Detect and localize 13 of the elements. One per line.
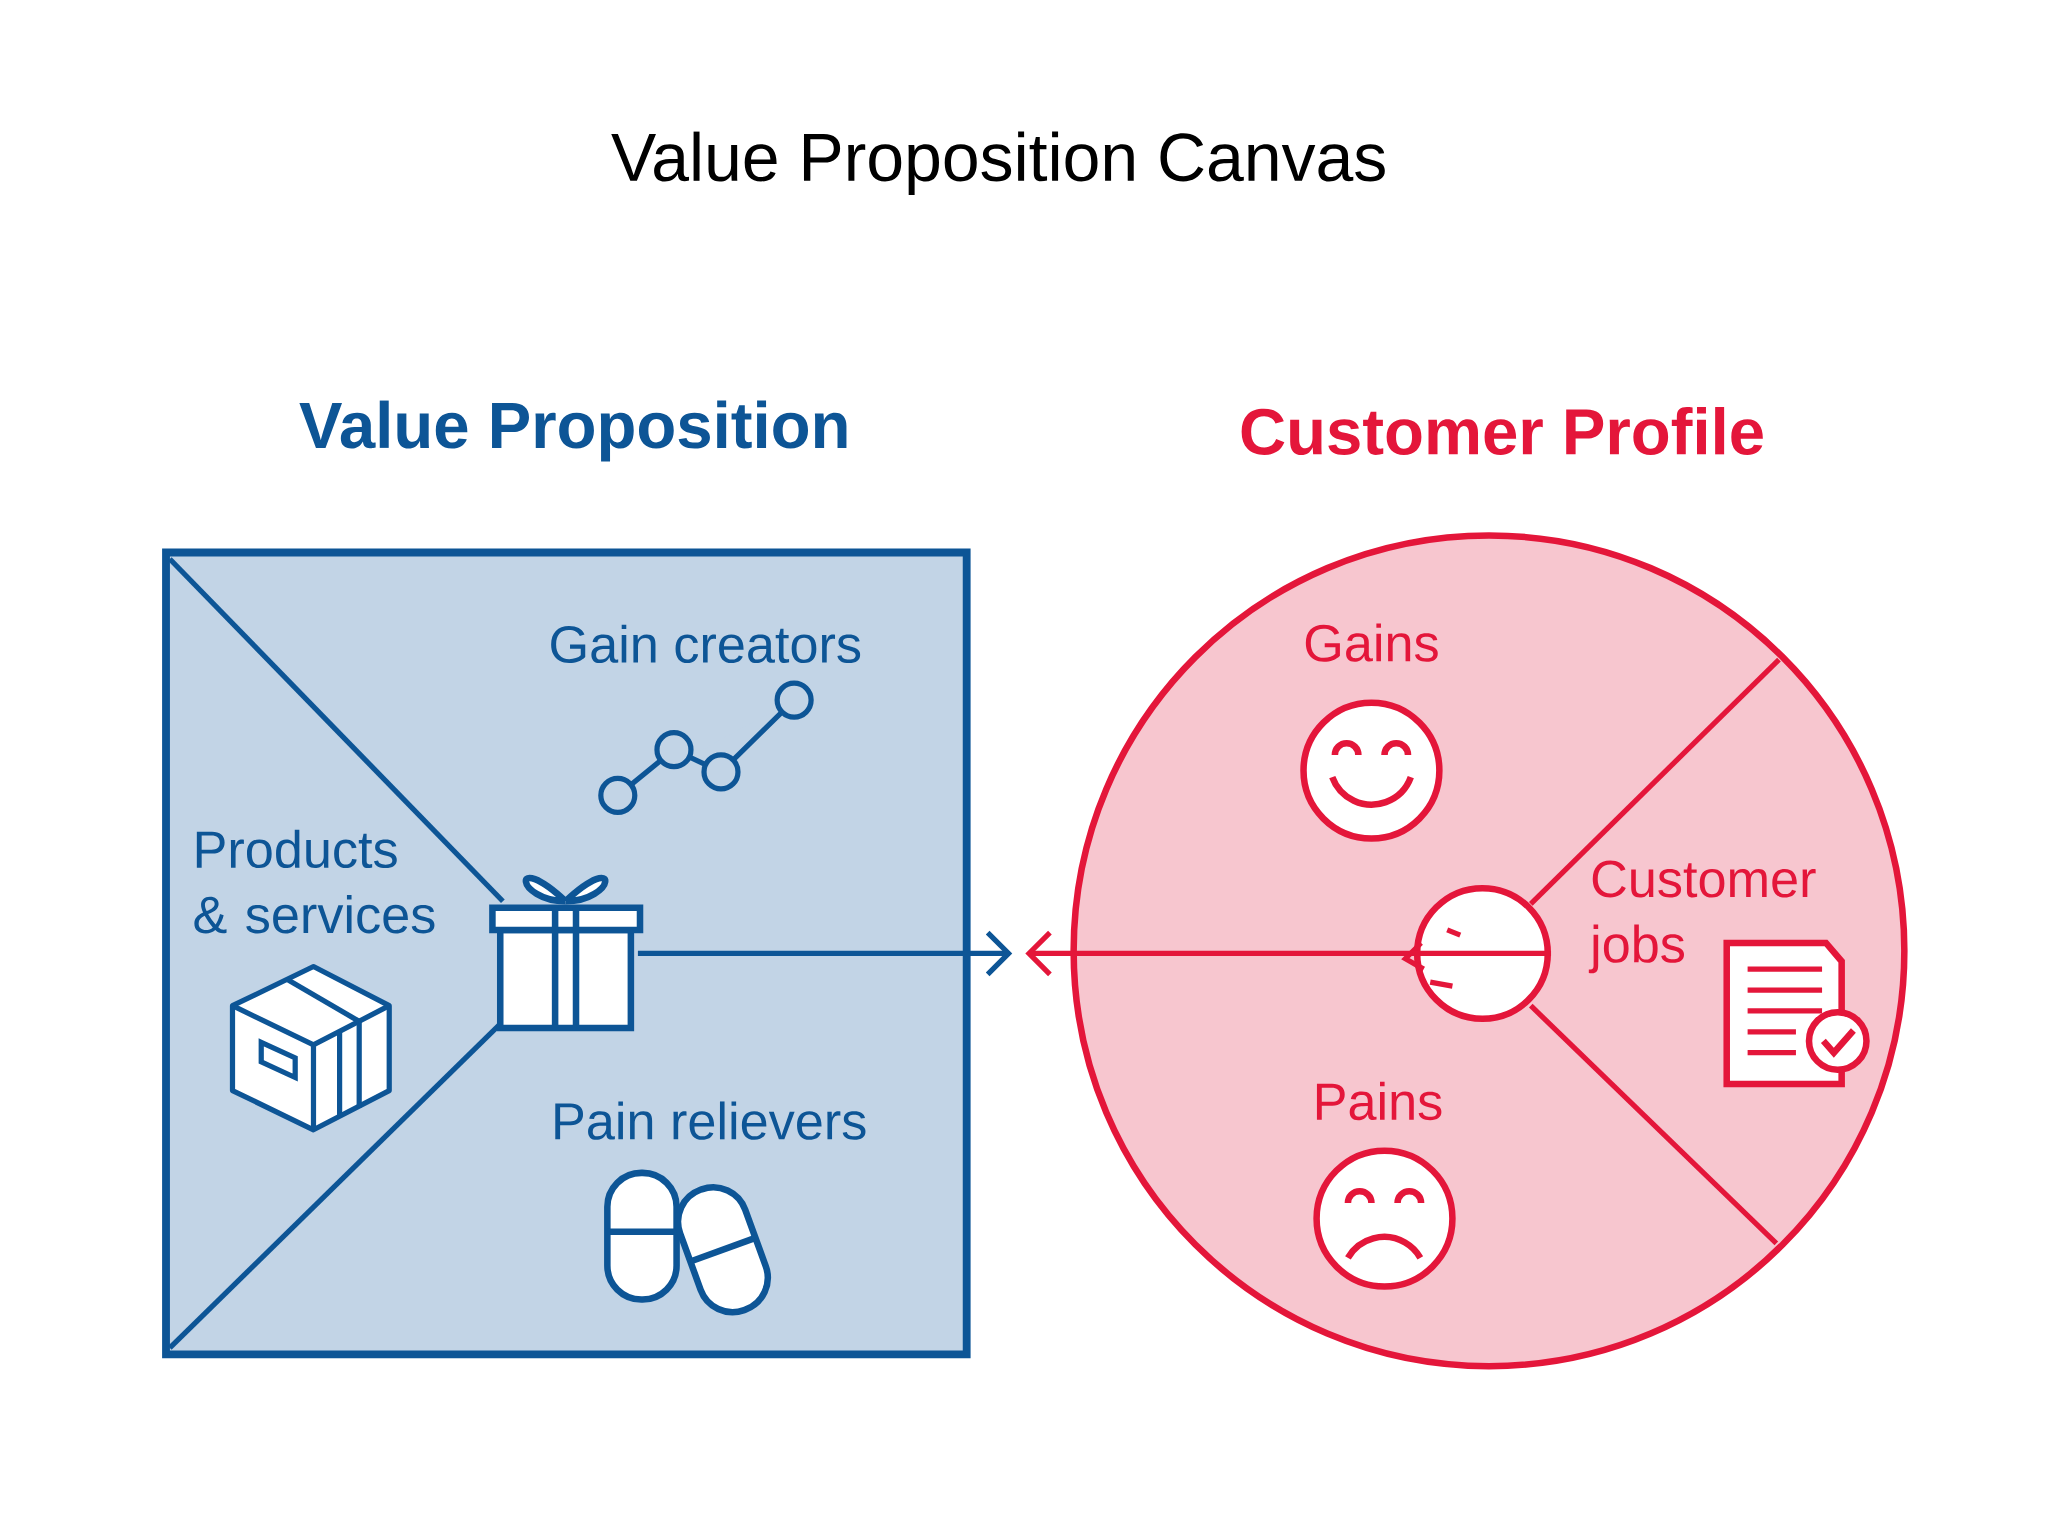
section-label: Customer jobs [1588, 860, 1816, 974]
arrow [637, 930, 1013, 977]
head-icon [1401, 884, 1552, 1023]
node-label: Customer Profile [1241, 407, 1763, 455]
section-label: Pains [1316, 1081, 1442, 1121]
title: Value Proposition Canvas [611, 131, 1385, 195]
node-label: Value Proposition [299, 400, 847, 462]
gift-icon [489, 874, 644, 1032]
section-label: Pain relievers [555, 1101, 866, 1140]
section-label: Gain creators [551, 624, 861, 664]
section-label: Gains [1305, 623, 1438, 662]
section-label: Products & services [194, 829, 435, 934]
arrow [1025, 930, 1552, 977]
